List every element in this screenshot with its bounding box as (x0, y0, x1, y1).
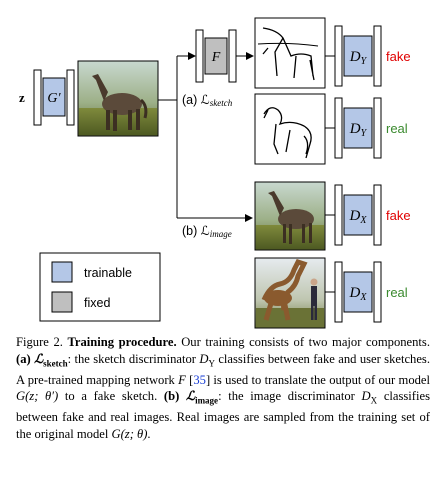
label-real-image: real (386, 285, 408, 300)
mapping-network-block: F (195, 29, 237, 83)
figure-caption: Figure 2. Training procedure. Our traini… (16, 335, 430, 441)
svg-text:DY: DY (349, 121, 368, 139)
caption-reference-link[interactable]: 35 (193, 372, 206, 387)
svg-text:DY: DY (349, 49, 368, 67)
fake-sketch-image (254, 17, 326, 89)
label-fake-sketch: fake (386, 49, 411, 64)
legend: trainable fixed (39, 252, 161, 322)
discriminator-x-real: DX (334, 261, 382, 323)
legend-swatch-trainable (51, 261, 73, 283)
fake-image (254, 181, 326, 251)
svg-text:DX: DX (349, 208, 368, 226)
generator-block: G′ (33, 69, 75, 126)
svg-text:DX: DX (349, 285, 368, 303)
legend-trainable-label: trainable (84, 266, 132, 280)
caption-title: Training procedure. (67, 335, 177, 349)
real-image (254, 257, 326, 329)
branch-sketch-label: (a) ℒsketch (182, 93, 233, 108)
generator-label: G′ (47, 91, 61, 106)
figure-diagram: z G′ (a) ℒsketch (b) ℒimage F (19, 17, 411, 329)
legend-fixed-label: fixed (84, 296, 110, 310)
caption-fig-label: Figure 2. (16, 335, 63, 349)
branch-image-label: (b) ℒimage (182, 224, 232, 239)
legend-swatch-fixed (51, 291, 73, 313)
input-z-label: z (19, 90, 25, 105)
real-sketch-image (254, 93, 326, 165)
label-real-sketch: real (386, 121, 408, 136)
generated-horse-image (77, 60, 159, 137)
discriminator-y-real: DY (334, 97, 382, 159)
discriminator-y-fake: DY (334, 25, 382, 87)
label-fake-image: fake (386, 208, 411, 223)
mapping-label: F (211, 50, 221, 65)
discriminator-x-fake: DX (334, 184, 382, 246)
